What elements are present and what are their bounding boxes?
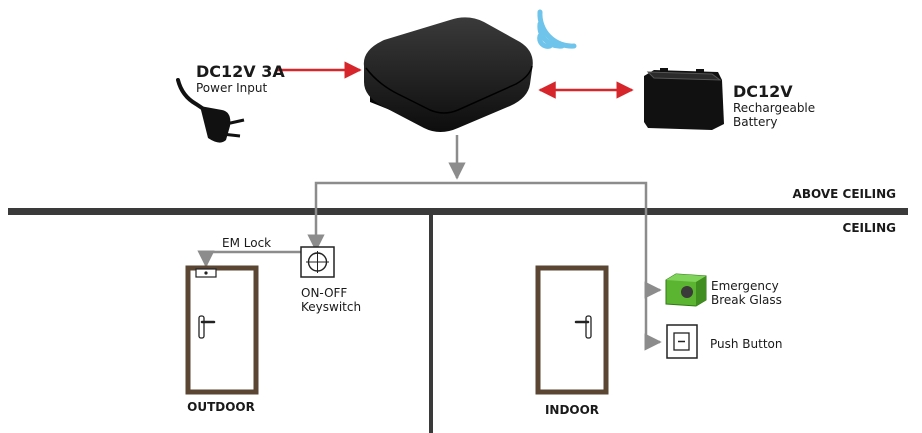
power-subtitle: Power Input <box>196 81 267 95</box>
ceiling-bar <box>8 208 908 215</box>
outdoor-door <box>185 265 259 395</box>
break-glass-icon <box>665 273 707 307</box>
wiring <box>197 135 662 351</box>
em-lock-label: EM Lock <box>222 236 271 250</box>
keyswitch-icon <box>300 246 335 278</box>
battery-line1: Rechargeable <box>733 101 815 115</box>
battery-line2: Battery <box>733 115 777 129</box>
battery-title: DC12V <box>733 82 793 101</box>
ceiling-label: CEILING <box>843 221 896 235</box>
push-button-label: Push Button <box>710 337 783 351</box>
power-title: DC12V 3A <box>196 62 285 81</box>
outdoor-label: OUTDOOR <box>187 400 255 414</box>
break-glass-line2: Break Glass <box>711 293 782 307</box>
above-ceiling-label: ABOVE CEILING <box>793 187 896 201</box>
indoor-door <box>535 265 609 395</box>
break-glass-line1: Emergency <box>711 279 779 293</box>
controller-box <box>363 17 533 132</box>
keyswitch-line2: Keyswitch <box>301 300 361 314</box>
indoor-label: INDOOR <box>545 403 599 417</box>
push-button-icon <box>666 324 698 359</box>
battery-icon <box>644 68 724 130</box>
plug-icon <box>176 78 245 143</box>
wifi-icon <box>537 9 577 49</box>
keyswitch-line1: ON-OFF <box>301 286 347 300</box>
